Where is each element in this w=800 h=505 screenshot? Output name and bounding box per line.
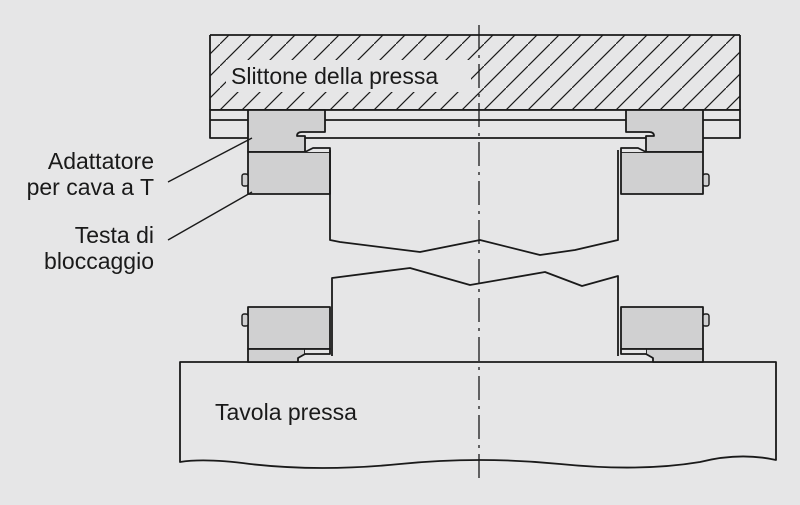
clamp-head-label-line2: bloccaggio [44, 248, 154, 274]
adapter-leader-line [167, 137, 253, 183]
bed-label: Tavola pressa [215, 399, 357, 425]
upper-left-clamp [241, 109, 331, 195]
lower-die [331, 267, 619, 356]
clamp-head-label: Testa di bloccaggio [44, 222, 154, 274]
upper-die [329, 150, 619, 256]
clamp-head-label-line1: Testa di [74, 222, 154, 248]
upper-right-clamp [620, 109, 710, 195]
clamp-leader-line [167, 191, 253, 241]
press-bed [179, 361, 777, 469]
adapter-label-line2: per cava a T [26, 174, 154, 200]
ram-label: Slittone della pressa [231, 63, 439, 89]
adapter-label: Adattatore per cava a T [27, 148, 154, 200]
lower-left-clamp [241, 306, 331, 363]
adapter-label-line1: Adattatore [47, 148, 154, 174]
lower-right-clamp [620, 306, 710, 363]
